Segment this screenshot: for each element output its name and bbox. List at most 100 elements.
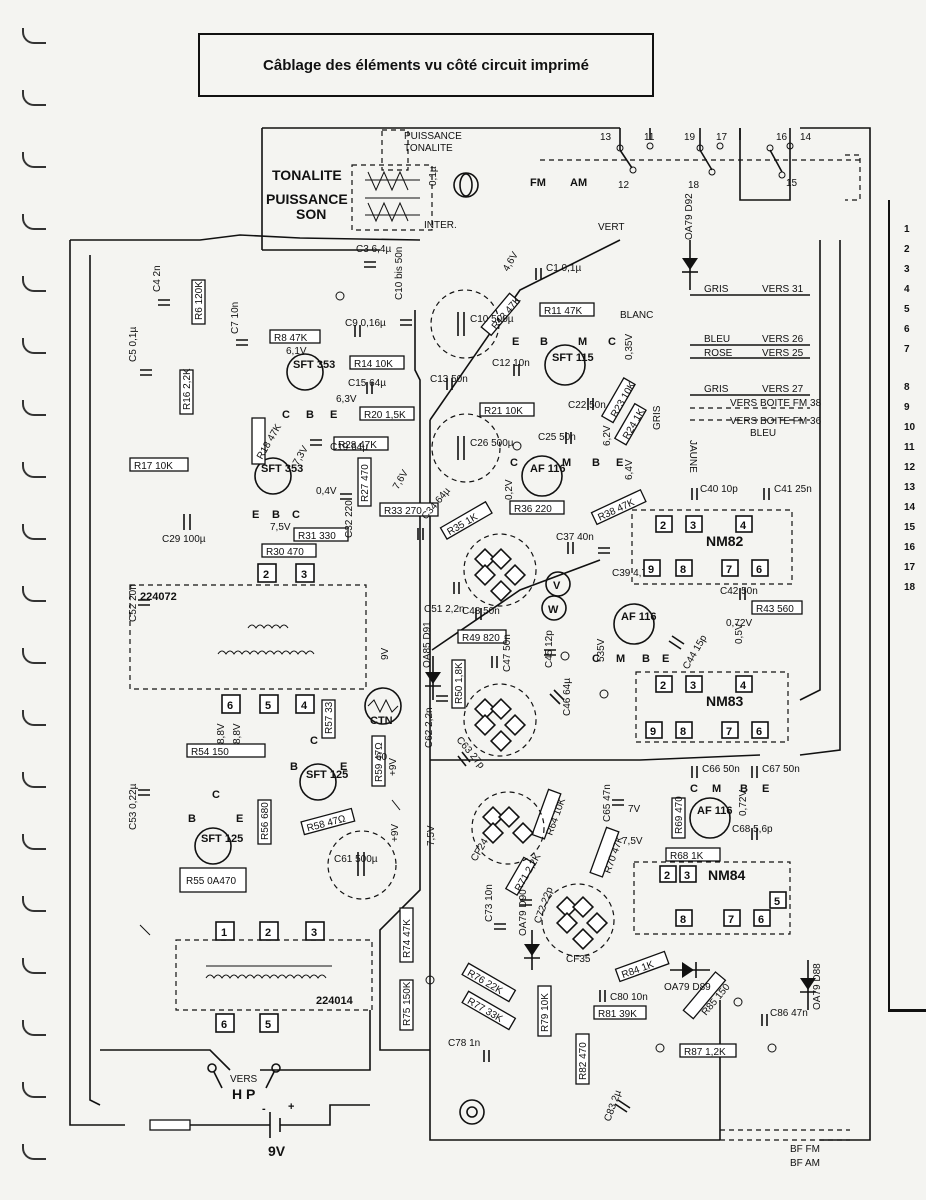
svg-text:R36 220: R36 220 [514,504,552,515]
ctn-thermistor: CTN 60 [364,687,402,763]
svg-text:SFT 353: SFT 353 [293,359,335,371]
svg-text:SFT 353: SFT 353 [261,463,303,475]
svg-text:GRIS: GRIS [704,384,729,395]
svg-text:C: C [510,457,518,469]
svg-text:C52 20n: C52 20n [128,584,139,622]
speaker-connection: VERS H P [207,1063,281,1102]
svg-text:R68 1K: R68 1K [670,851,704,862]
svg-text:VERS 26: VERS 26 [762,334,804,345]
svg-text:+9V: +9V [388,758,399,776]
svg-text:NM83: NM83 [706,693,744,709]
svg-text:R57 33: R57 33 [324,701,335,734]
svg-text:C51 2,2n: C51 2,2n [424,604,465,615]
transformer-224014: 224014 1 2 3 6 5 [175,921,373,1033]
list-item: 18 [904,582,916,593]
binder-hole [22,896,46,912]
svg-text:R16 2,2K: R16 2,2K [182,368,193,410]
svg-text:6: 6 [756,564,762,576]
svg-text:NM84: NM84 [708,867,746,883]
svg-text:15: 15 [786,178,798,189]
list-item: 8 [904,382,910,393]
list-item: 1 [904,224,910,235]
svg-text:C: C [292,509,300,521]
list-item: 15 [904,522,916,533]
svg-text:JAUNE: JAUNE [687,440,698,473]
svg-text:C9 0,16µ: C9 0,16µ [345,318,386,329]
battery: - + 9V [149,1101,370,1159]
svg-text:R31 330: R31 330 [298,531,336,542]
svg-text:R79 10K: R79 10K [540,993,551,1032]
svg-text:C: C [608,336,616,348]
svg-text:+: + [288,1101,294,1113]
svg-text:C: C [310,735,318,747]
volume-tone-control: PUISSANCE TONALITE TONALITE PUISSANCE SO… [266,129,479,231]
svg-text:R17 10K: R17 10K [134,461,173,472]
svg-text:VERS BOITE FM 38: VERS BOITE FM 38 [730,398,822,409]
svg-text:18: 18 [688,180,700,191]
transistor-sft115: SFT 115 E B M C [512,336,616,386]
svg-text:R6 120K: R6 120K [194,281,205,320]
svg-text:8: 8 [680,726,686,738]
filter-cf24: CF24 [469,791,545,865]
transformer-nm83: NM83 2 3 4 9 8 7 6 [635,671,789,743]
svg-text:7: 7 [726,564,732,576]
svg-text:6,1V: 6,1V [286,346,307,357]
svg-text:8,8V: 8,8V [216,723,227,744]
son-heading: SON [296,206,326,222]
list-item: 5 [904,304,910,315]
binder-hole [22,90,46,106]
svg-text:SFT 125: SFT 125 [201,833,243,845]
connection-points [139,291,777,1053]
right-list-panel [888,200,926,1012]
svg-text:2: 2 [664,870,670,882]
svg-text:5: 5 [265,700,271,712]
svg-text:7,5V: 7,5V [622,836,643,847]
svg-text:0,72V: 0,72V [726,618,752,629]
inter-label: INTER. [424,220,457,231]
filter-cf35: CF35 [541,883,615,965]
svg-text:B: B [272,509,280,521]
svg-text:CF24: CF24 [469,836,491,863]
diodes: OA79 D92 OA85 D91 OA79 D90 OA79 D89 OA79… [422,193,823,1010]
svg-text:R74 47K: R74 47K [402,919,413,958]
svg-text:VERS BOITE FM 36: VERS BOITE FM 36 [730,416,822,427]
svg-text:16: 16 [776,132,788,143]
svg-text:C67 50n: C67 50n [762,764,800,775]
svg-text:8,8V: 8,8V [232,723,243,744]
svg-text:7,6V: 7,6V [391,468,411,492]
svg-text:C10 bis 50n: C10 bis 50n [394,247,405,300]
svg-text:R30 470: R30 470 [266,547,304,558]
w-label: W [548,604,559,616]
svg-text:C25 50n: C25 50n [538,432,576,443]
svg-text:BLEU: BLEU [750,428,776,439]
v-label: V [553,580,561,592]
svg-text:C7 10n: C7 10n [230,302,241,334]
svg-text:VERS 27: VERS 27 [762,384,804,395]
svg-text:6: 6 [221,1019,227,1031]
svg-text:AF 116: AF 116 [697,805,732,817]
svg-text:19: 19 [684,132,696,143]
binder-hole [22,710,46,726]
transistor-sft125-b: SFT 125 B C E [188,789,243,865]
list-item: 12 [904,462,916,473]
svg-text:R54 150: R54 150 [191,747,229,758]
svg-text:3: 3 [311,927,317,939]
svg-text:9: 9 [650,726,656,738]
tonalite-heading: TONALITE [272,167,342,183]
svg-text:SFT 115: SFT 115 [552,352,594,364]
svg-text:C73 10n: C73 10n [484,884,495,922]
svg-text:OA79 D90: OA79 D90 [518,889,529,936]
svg-text:E: E [616,457,623,469]
svg-text:6: 6 [756,726,762,738]
vers-label: VERS [230,1074,258,1085]
svg-text:1: 1 [221,927,227,939]
svg-text:M: M [562,457,571,469]
svg-text:C47 50n: C47 50n [502,634,513,672]
svg-text:C80 10n: C80 10n [610,992,648,1003]
svg-text:OA79 D88: OA79 D88 [812,963,823,1010]
binder-hole [22,1020,46,1036]
bf-am-label: BF AM [790,1158,820,1169]
svg-text:C72 22p: C72 22p [532,885,555,925]
svg-text:B: B [740,783,748,795]
svg-text:R14 10K: R14 10K [354,359,393,370]
